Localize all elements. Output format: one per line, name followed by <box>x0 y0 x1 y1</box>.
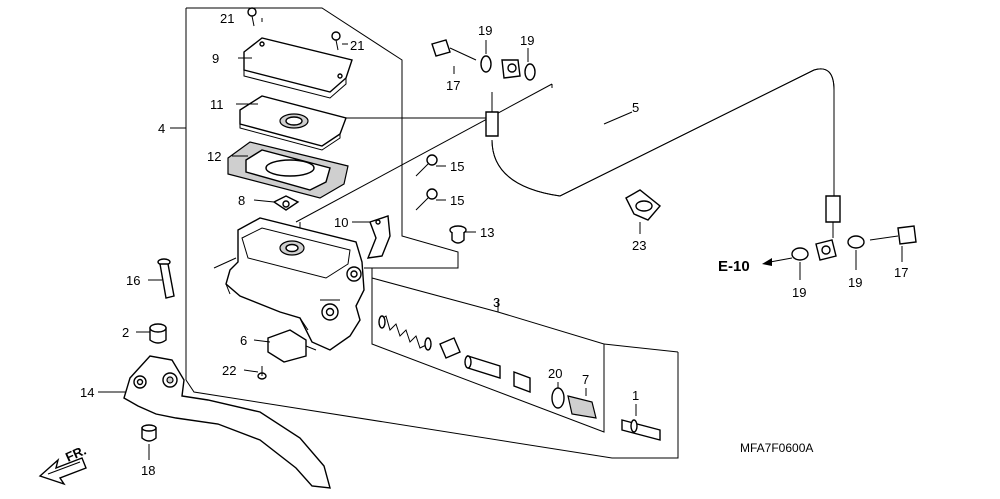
callout-21a: 21 <box>220 11 234 26</box>
reservoir-cap-13 <box>449 225 467 244</box>
clutch-hose-5 <box>485 68 841 238</box>
bolt-15b <box>415 188 438 211</box>
callout-19b: 19 <box>520 33 534 48</box>
callout-17b: 17 <box>894 265 908 280</box>
screw-21a <box>247 7 257 27</box>
clutch-switch-6 <box>267 329 317 363</box>
callout-14: 14 <box>80 385 94 400</box>
washer-19d <box>847 235 865 249</box>
callout-7: 7 <box>582 372 589 387</box>
pivot-bolt-16 <box>157 258 175 299</box>
plate-8 <box>272 195 300 211</box>
callout-15a: 15 <box>450 159 464 174</box>
callout-6: 6 <box>240 333 247 348</box>
reference-label-e10: E-10 <box>718 258 750 275</box>
callout-12: 12 <box>207 149 221 164</box>
bolt-15a <box>415 154 438 177</box>
callout-11: 11 <box>210 97 224 112</box>
screw-22 <box>257 366 267 380</box>
leader-lines <box>98 18 903 460</box>
cap-2 <box>149 323 167 344</box>
piston-3 <box>464 355 531 394</box>
screw-21b <box>331 31 341 51</box>
callout-labels: 21 21 9 11 12 4 8 10 13 15 15 16 2 6 22 … <box>80 11 908 478</box>
cup-3 <box>439 337 461 359</box>
callout-23: 23 <box>632 238 646 253</box>
diaphragm-12 <box>227 141 349 199</box>
callout-19c: 19 <box>792 285 806 300</box>
callout-19d: 19 <box>848 275 862 290</box>
nut-18 <box>141 424 157 442</box>
callout-9: 9 <box>212 51 219 66</box>
callout-16: 16 <box>126 273 140 288</box>
callout-15b: 15 <box>450 193 464 208</box>
callout-8: 8 <box>238 193 245 208</box>
push-rod-1 <box>621 419 661 441</box>
assembly-frame-4 <box>170 7 679 459</box>
hose-clamp-23 <box>625 189 662 221</box>
washer-19a <box>480 55 492 73</box>
front-arrow-icon <box>38 457 87 486</box>
reservoir-cap-9 <box>243 37 353 99</box>
master-cylinder-body <box>225 217 365 351</box>
callout-22: 22 <box>222 363 236 378</box>
callout-1: 1 <box>632 388 639 403</box>
washer-19b <box>524 63 536 81</box>
callout-17a: 17 <box>446 78 460 93</box>
assembly-frame-3 <box>371 268 679 433</box>
spring-3 <box>378 315 432 351</box>
callout-2: 2 <box>122 325 129 340</box>
front-label: FR. <box>63 443 88 465</box>
upper-bracket-lines <box>213 83 553 269</box>
reference-arrow-e10 <box>762 257 793 266</box>
callout-18: 18 <box>141 463 155 478</box>
washer-19c <box>791 247 809 261</box>
banjo-fitting-upper <box>501 59 521 79</box>
callout-13: 13 <box>480 225 494 240</box>
diagram-code: MFA7F0600A <box>740 441 813 455</box>
callout-10: 10 <box>334 215 348 230</box>
callout-4: 4 <box>158 121 165 136</box>
clutch-lever-14 <box>123 355 331 489</box>
reservoir-plate-11 <box>239 95 347 151</box>
banjo-bolt-17a <box>431 39 477 61</box>
holder-clamp-10 <box>366 215 391 259</box>
callout-3: 3 <box>493 295 500 310</box>
callout-21b: 21 <box>350 38 364 53</box>
boot-7 <box>567 395 597 419</box>
banjo-bolt-17b <box>869 225 917 245</box>
banjo-fitting-lower <box>815 239 837 261</box>
callout-5: 5 <box>632 100 639 115</box>
circlip-20 <box>551 387 565 409</box>
callout-19a: 19 <box>478 23 492 38</box>
callout-20: 20 <box>548 366 562 381</box>
